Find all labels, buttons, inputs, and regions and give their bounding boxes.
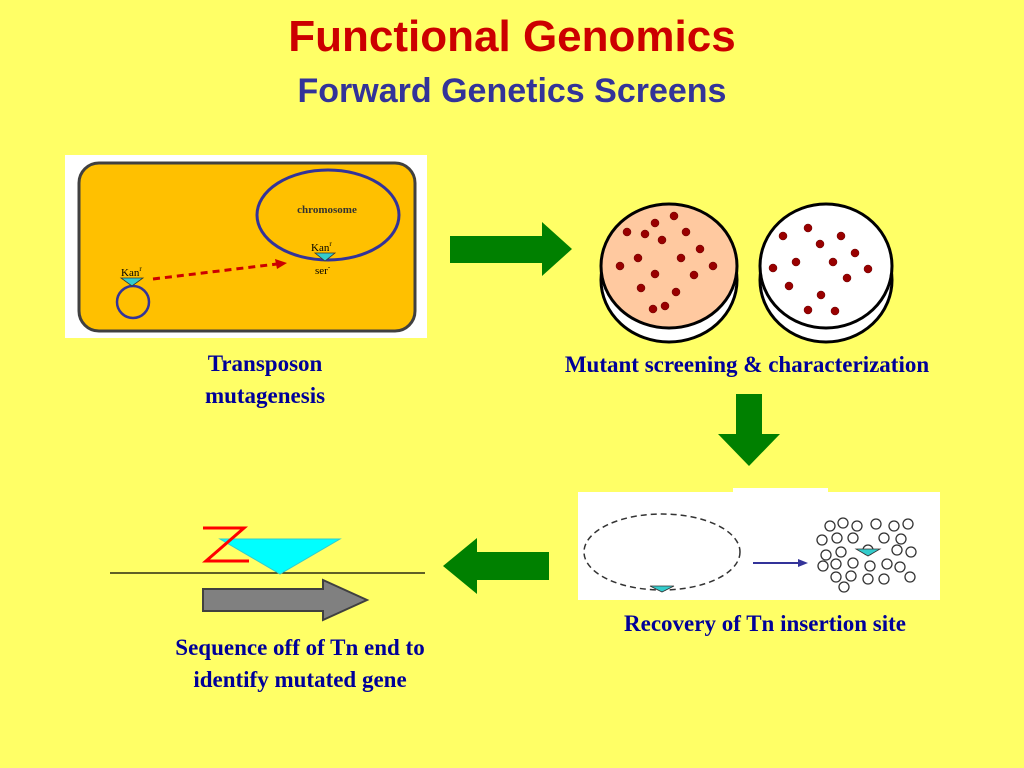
caption-line: mutagenesis (204, 383, 326, 408)
petri-plate-white (758, 202, 894, 344)
caption-line: Sequence off of Tn end to (175, 635, 425, 660)
transposon-icon (218, 538, 342, 575)
sequencing-caption: Sequence off of Tn end to identify mutat… (110, 632, 490, 696)
petri-plates (599, 202, 894, 344)
transposition-arrow (152, 262, 278, 281)
transposition-arrowhead (275, 259, 287, 269)
page-subtitle: Forward Genetics Screens (297, 72, 727, 110)
arrow-down-icon (718, 394, 780, 466)
transposon-insertion-icon (649, 585, 675, 593)
transposon-plasmid-icon (119, 277, 145, 287)
chromosome-circle (255, 168, 401, 262)
sequencing-diagram (110, 526, 425, 622)
colonies-white (768, 223, 873, 316)
mutant-screening-caption: Mutant screening & characterization (564, 352, 930, 377)
transposon-fragment-icon (854, 548, 882, 557)
recovery-caption: Recovery of Tn insertion site (624, 611, 906, 636)
chromosome-label: chromosome (297, 204, 357, 216)
caption-line: Transposon (207, 351, 323, 376)
arrow-right-icon (450, 222, 572, 276)
petri-plate-orange (599, 202, 739, 344)
sequencing-primer-icon (201, 526, 249, 563)
recovery-arrowhead (798, 559, 808, 567)
colonies-orange (615, 211, 718, 314)
caption-line: identify mutated gene (193, 667, 407, 692)
page-title: Functional Genomics (288, 12, 736, 61)
gene-arrow (202, 578, 370, 622)
bacterial-cell-panel: chromosome Kanr ser- Kanr (65, 155, 427, 338)
kan-label-plasmid: Kanr (121, 265, 142, 279)
ser-label: ser- (315, 263, 331, 277)
arrow-left-icon (443, 538, 549, 594)
kan-label-chromosome: Kanr (311, 240, 332, 254)
recovery-panel (578, 488, 940, 600)
transposon-chromosome-icon (313, 252, 337, 262)
bacterial-cell (77, 161, 417, 333)
plasmid-circle (115, 284, 151, 320)
transposon-mutagenesis-caption: Transposon mutagenesis (150, 348, 380, 412)
